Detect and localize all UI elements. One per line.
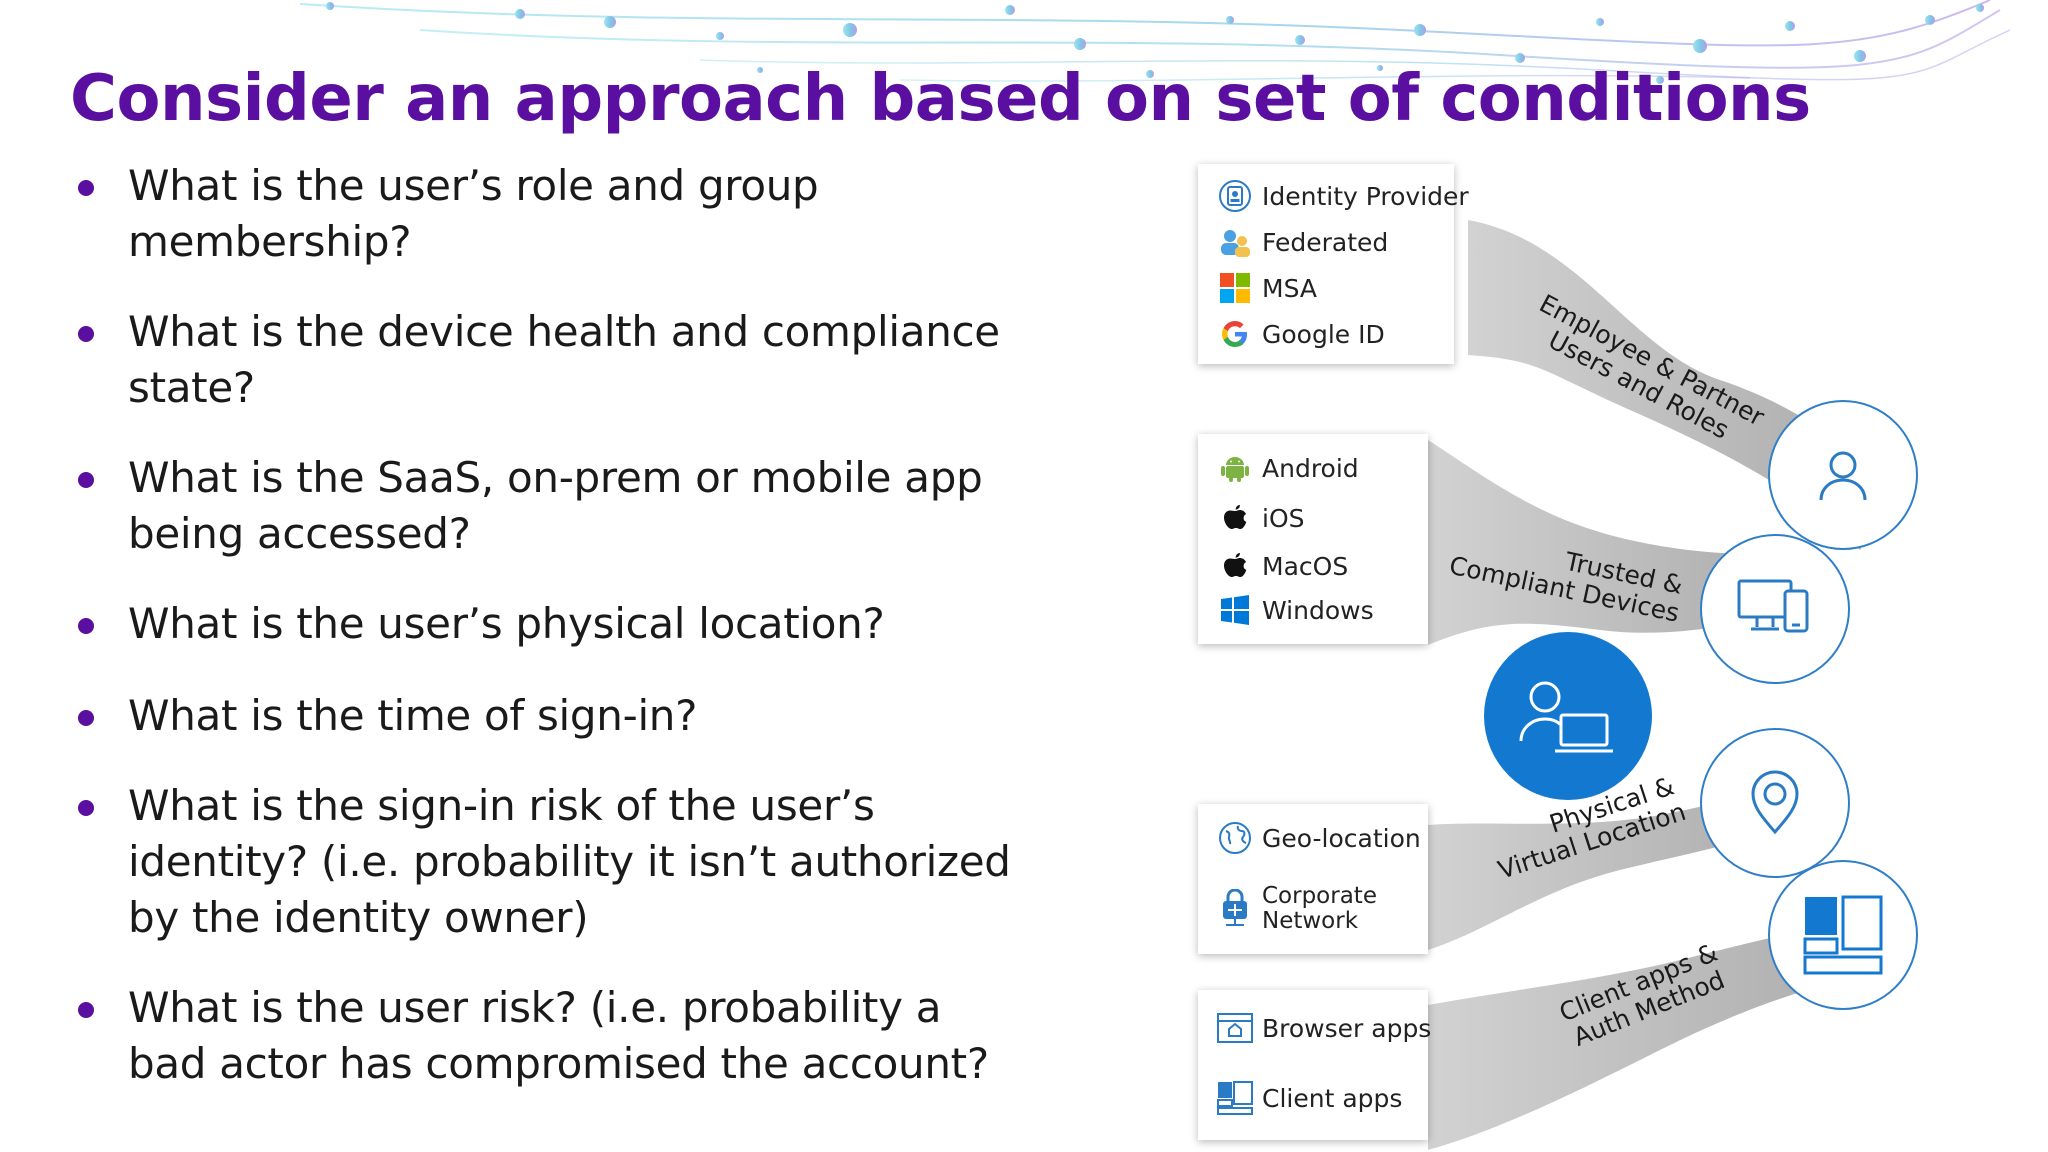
location-pin-icon	[1751, 770, 1799, 835]
decorative-wave	[299, 0, 2011, 84]
browser-window-icon	[1216, 1009, 1254, 1047]
id-badge-icon	[1216, 177, 1254, 215]
ios-label: iOS	[1262, 503, 1305, 533]
conditions-diagram: Identity Provider Federated MSA Google I…	[1160, 150, 2048, 1152]
globe-icon	[1216, 819, 1254, 857]
device-row-android: Android	[1216, 448, 1359, 488]
devices-circle	[1700, 534, 1850, 684]
identity-row-msa: MSA	[1216, 268, 1317, 308]
apps-card: Browser apps Client apps	[1198, 990, 1431, 1140]
user-laptop-circle	[1484, 632, 1652, 800]
federated-users-icon	[1216, 223, 1254, 261]
location-card: Geo-location Corporate Network	[1198, 804, 1428, 954]
macos-label: MacOS	[1262, 551, 1349, 581]
google-logo-icon	[1216, 315, 1254, 353]
android-icon	[1216, 449, 1254, 487]
corporate-network-label: Corporate Network	[1262, 883, 1377, 934]
bullet-item: What is the user’s role and group member…	[76, 158, 1016, 270]
identity-provider-label: Identity Provider	[1262, 181, 1469, 211]
apple-icon	[1216, 499, 1254, 537]
apps-row-browser: Browser apps	[1216, 1008, 1431, 1048]
identity-row-federated: Federated	[1216, 222, 1388, 262]
windows-label: Windows	[1262, 595, 1374, 625]
app-tiles-icon	[1803, 895, 1883, 975]
identity-card: Identity Provider Federated MSA Google I…	[1198, 164, 1469, 364]
user-laptop-icon	[1519, 681, 1613, 753]
location-row-corporate-network: Corporate Network	[1216, 882, 1422, 936]
network-lock-icon	[1216, 889, 1254, 928]
windows-logo-icon	[1216, 591, 1254, 629]
google-id-label: Google ID	[1262, 319, 1385, 349]
msa-label: MSA	[1262, 273, 1318, 303]
device-card: Android iOS MacOS Windows	[1198, 434, 1428, 644]
device-row-windows: Windows	[1216, 590, 1374, 630]
bullet-item: What is the user risk? (i.e. probability…	[76, 980, 1016, 1092]
bullet-item: What is the time of sign-in?	[76, 688, 1016, 744]
location-row-geo: Geo-location	[1216, 818, 1421, 858]
microsoft-logo-icon	[1216, 269, 1254, 307]
apps-circle	[1768, 860, 1918, 1010]
device-row-macos: MacOS	[1216, 546, 1348, 586]
bullet-item: What is the sign-in risk of the user’s i…	[76, 778, 1016, 946]
identity-row-identity-provider: Identity Provider	[1216, 176, 1469, 216]
apple-icon	[1216, 547, 1254, 585]
client-apps-icon	[1216, 1079, 1254, 1117]
users-circle	[1768, 400, 1918, 550]
bullet-item: What is the user’s physical location?	[76, 596, 1016, 652]
devices-icon	[1737, 579, 1809, 633]
slide-title: Consider an approach based on set of con…	[70, 62, 1811, 136]
android-label: Android	[1262, 453, 1359, 483]
client-apps-label: Client apps	[1262, 1083, 1403, 1113]
browser-apps-label: Browser apps	[1262, 1013, 1432, 1043]
user-icon	[1819, 451, 1867, 501]
device-row-ios: iOS	[1216, 498, 1305, 538]
geo-location-label: Geo-location	[1262, 823, 1421, 853]
federated-label: Federated	[1262, 227, 1389, 257]
location-circle	[1700, 728, 1850, 878]
bullet-item: What is the device health and compliance…	[76, 304, 1016, 416]
bullet-item: What is the SaaS, on-prem or mobile app …	[76, 450, 1016, 562]
identity-row-google-id: Google ID	[1216, 314, 1385, 354]
apps-row-client: Client apps	[1216, 1078, 1402, 1118]
